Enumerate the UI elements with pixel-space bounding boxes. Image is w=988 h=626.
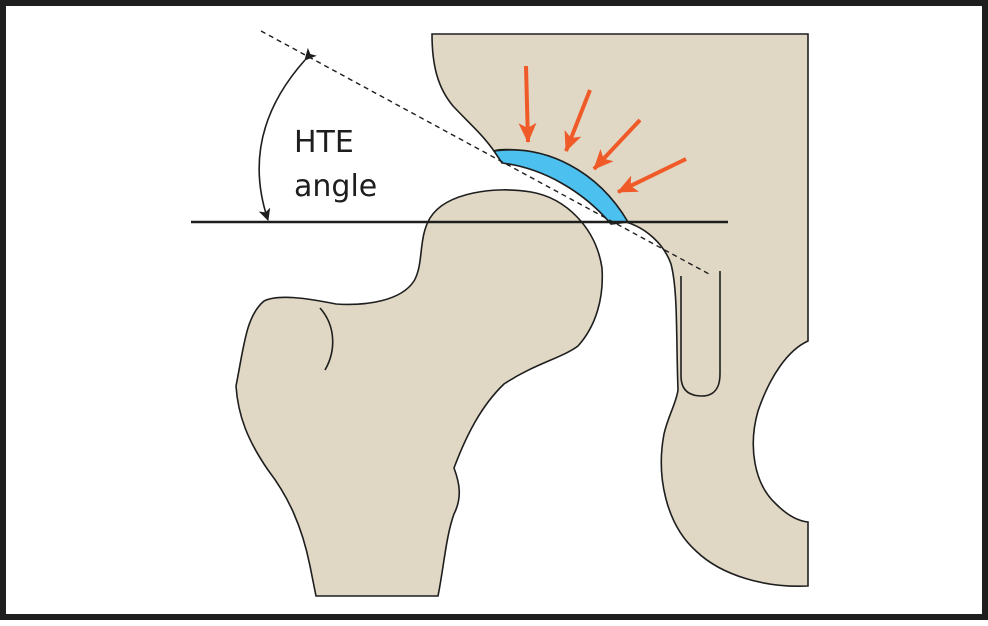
hte-angle-arc (258, 47, 317, 221)
force-arrow-icon (617, 157, 687, 194)
force-arrow-icon (564, 89, 592, 152)
force-arrow-icon (518, 65, 537, 143)
angle-label-line1: HTE (294, 125, 354, 160)
sourcil-dashed-line (260, 30, 710, 275)
hip-diagram: HTE angle (191, 30, 809, 597)
pelvis-inner-fold (680, 271, 721, 397)
force-arrow-icon (592, 118, 642, 171)
greater-trochanter-line (319, 307, 334, 371)
femur-bone (235, 189, 604, 597)
angle-label-line2: angle (294, 169, 377, 204)
